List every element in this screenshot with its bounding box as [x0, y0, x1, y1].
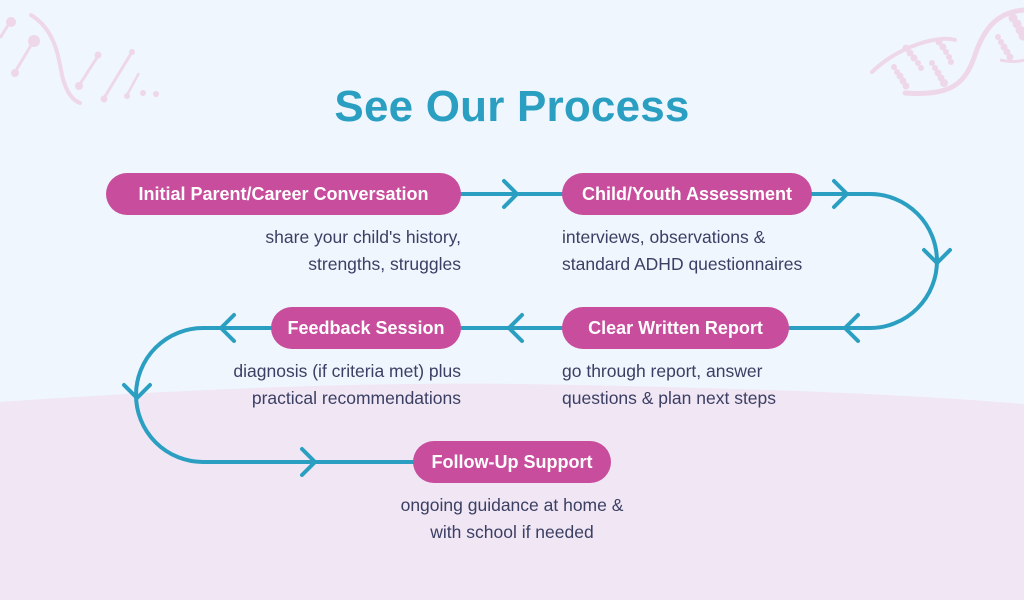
- step-3-description-line: go through report, answer: [562, 361, 763, 381]
- arrow-down-icon: [122, 383, 152, 400]
- connector-2-3: [784, 192, 939, 330]
- step-2-description-line: standard ADHD questionnaires: [562, 254, 803, 274]
- arrow-left-icon: [219, 313, 236, 343]
- step-3-pill: Clear Written Report: [562, 307, 789, 349]
- step-2-description-line: interviews, observations &: [562, 227, 766, 247]
- step-5-pill: Follow-Up Support: [413, 441, 611, 483]
- dna-helix-icon: [870, 7, 1024, 96]
- arrow-right-icon: [300, 447, 317, 477]
- step-4-description-line: diagnosis (if criteria met) plus: [233, 361, 461, 381]
- arrow-down-icon: [922, 248, 952, 265]
- arrow-right-icon: [832, 179, 849, 209]
- step-2-pill: Child/Youth Assessment: [562, 173, 812, 215]
- arrow-right-icon: [502, 179, 519, 209]
- step-4-description: diagnosis (if criteria met) plus practic…: [233, 358, 461, 412]
- step-5-description-line: with school if needed: [430, 522, 594, 542]
- dna-strand-icon: [0, 13, 159, 105]
- step-4-description-line: practical recommendations: [251, 388, 461, 408]
- arrow-left-icon: [843, 313, 860, 343]
- step-1-description-line: share your child's history,: [265, 227, 461, 247]
- arrow-left-icon: [507, 313, 524, 343]
- step-3-description-line: questions & plan next steps: [562, 388, 777, 408]
- step-1-description-line: strengths, struggles: [308, 254, 461, 274]
- step-2-description: interviews, observations & standard ADHD…: [562, 224, 802, 278]
- step-1-pill: Initial Parent/Career Conversation: [106, 173, 461, 215]
- step-4-pill: Feedback Session: [271, 307, 461, 349]
- process-connectors: [122, 179, 952, 477]
- step-1-description: share your child's history, strengths, s…: [265, 224, 461, 278]
- step-5-description: ongoing guidance at home & with school i…: [312, 492, 712, 546]
- step-5-description-line: ongoing guidance at home &: [400, 495, 624, 515]
- page-title: See Our Process: [334, 82, 690, 131]
- lower-background-band: [0, 383, 1024, 600]
- step-3-description: go through report, answer questions & pl…: [562, 358, 776, 412]
